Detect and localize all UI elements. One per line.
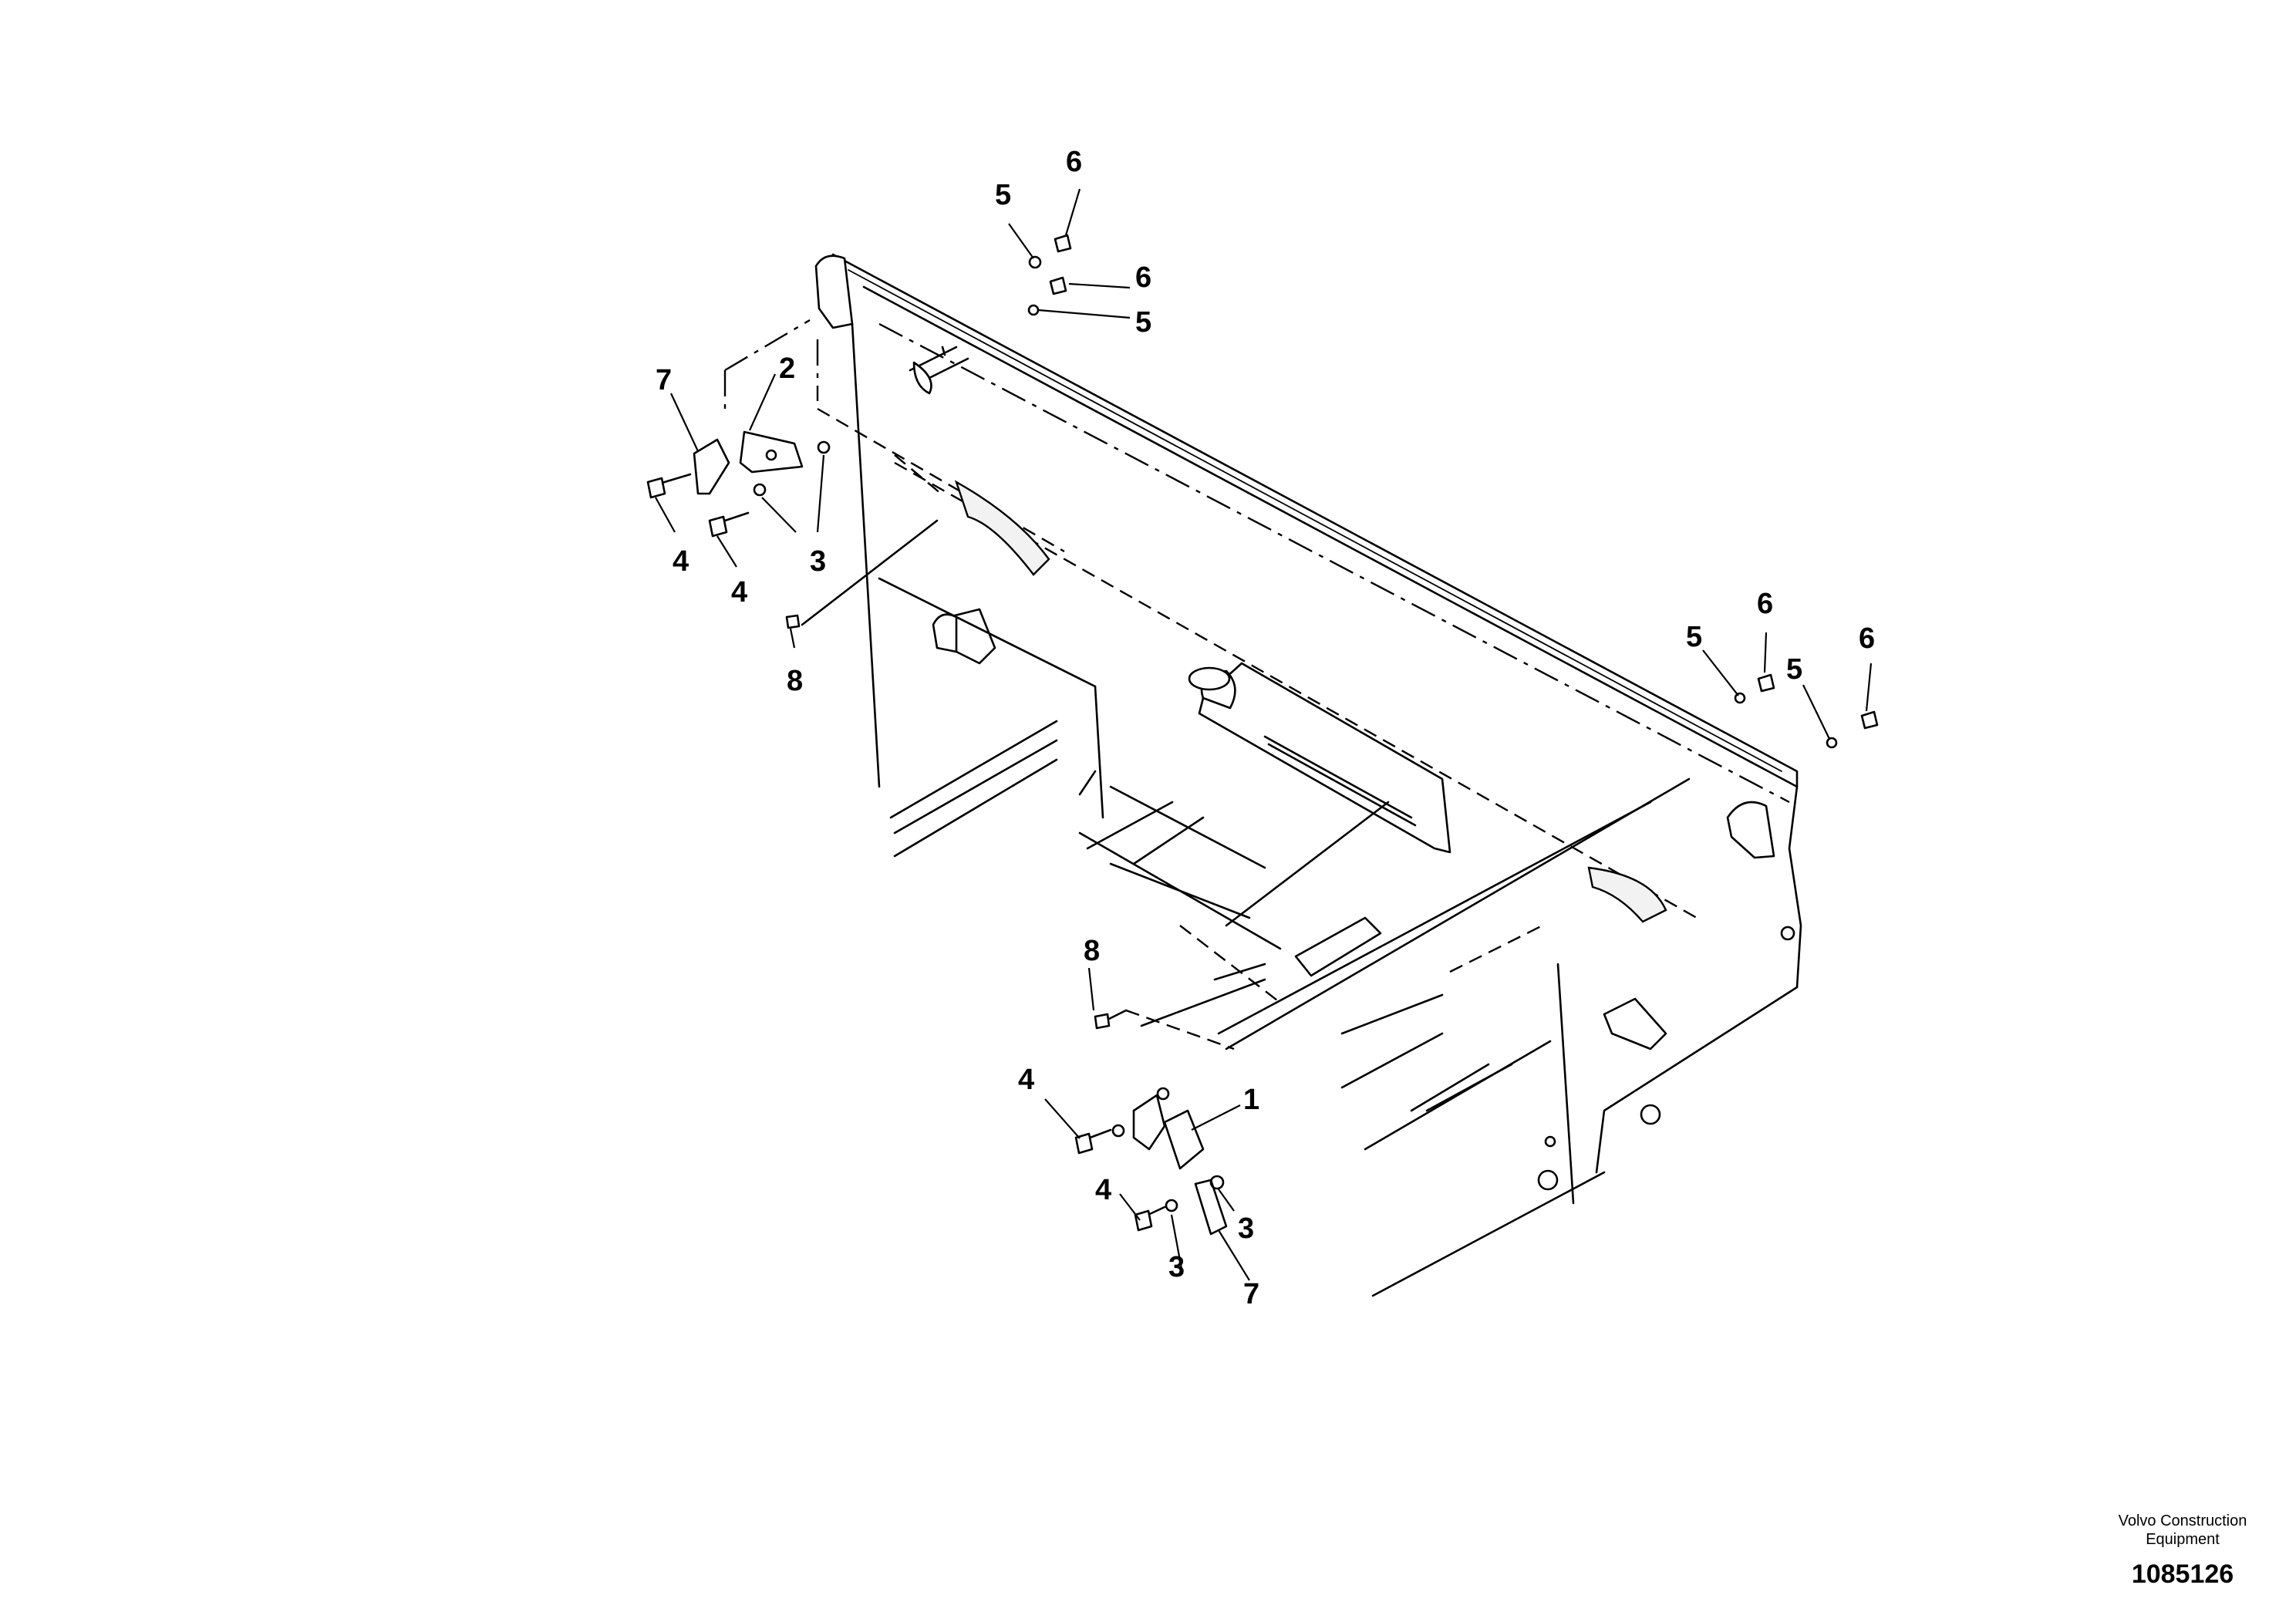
left-mount-hardware (646, 346, 969, 629)
callout-3: 3 (810, 545, 826, 578)
callout-6: 6 (1135, 261, 1151, 294)
callout-7: 7 (656, 364, 672, 396)
callout-5: 5 (1135, 306, 1151, 339)
callout-labels: 6 5 6 5 2 7 4 4 3 8 8 4 1 4 3 3 7 6 5 6 … (656, 146, 1875, 1310)
callout-8: 8 (787, 665, 803, 697)
callout-3: 3 (1238, 1212, 1254, 1245)
callout-1: 1 (1243, 1084, 1259, 1116)
frame-top-beam (814, 253, 1802, 1174)
callout-5: 5 (995, 179, 1011, 211)
right-mount-hardware (1074, 1009, 1228, 1236)
callout-4: 4 (1095, 1174, 1111, 1206)
callout-8: 8 (1084, 935, 1100, 967)
callout-3: 3 (1168, 1251, 1185, 1283)
callout-5: 5 (1686, 621, 1702, 653)
callout-2: 2 (779, 352, 795, 385)
top-fasteners (1027, 234, 1879, 749)
callout-7: 7 (1243, 1278, 1259, 1310)
callout-4: 4 (673, 545, 689, 578)
callout-6: 6 (1859, 622, 1875, 655)
brand-line-2: Equipment (2146, 1531, 2220, 1548)
callout-4: 4 (731, 576, 747, 609)
callout-6: 6 (1757, 588, 1773, 620)
leader-lines (655, 188, 1873, 1281)
drawing-number: 1085126 (2131, 1560, 2234, 1589)
brand-line-1: Volvo Construction (2118, 1512, 2247, 1529)
frame-body-features (878, 480, 1691, 1297)
brand-block: Volvo Construction Equipment (2082, 1512, 2283, 1549)
callout-4: 4 (1018, 1064, 1034, 1096)
callout-5: 5 (1786, 653, 1802, 686)
callout-6: 6 (1066, 146, 1082, 178)
left-rails (889, 720, 1266, 919)
